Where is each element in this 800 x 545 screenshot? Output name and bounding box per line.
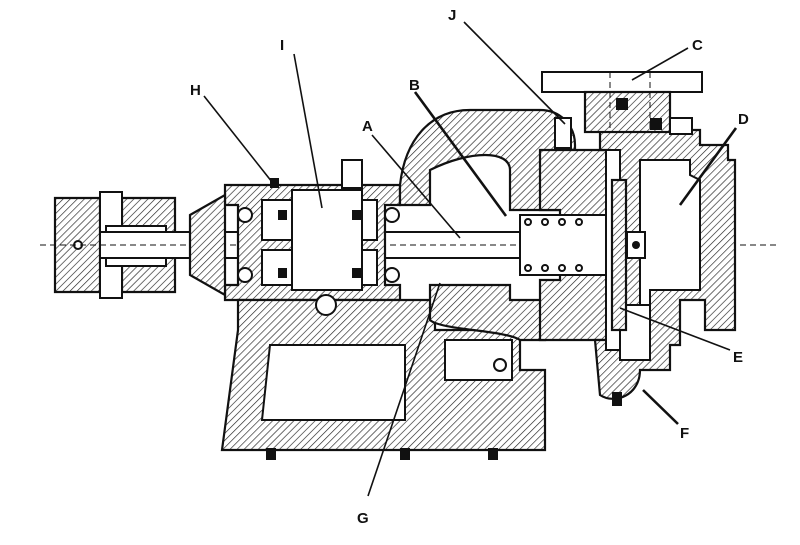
label-f: F <box>680 425 689 442</box>
label-i: I <box>280 37 284 54</box>
label-g: G <box>357 510 369 527</box>
label-b: B <box>409 77 420 94</box>
label-a: A <box>362 118 373 135</box>
label-j: J <box>448 7 456 24</box>
label-c: C <box>692 37 703 54</box>
label-d: D <box>738 111 749 128</box>
part-labels: A B C D E F G H I J <box>190 7 749 527</box>
leader-lines <box>203 21 738 497</box>
bearing-frame <box>188 159 547 460</box>
label-h: H <box>190 82 201 99</box>
pump-casing <box>398 71 737 406</box>
label-e: E <box>733 349 743 366</box>
